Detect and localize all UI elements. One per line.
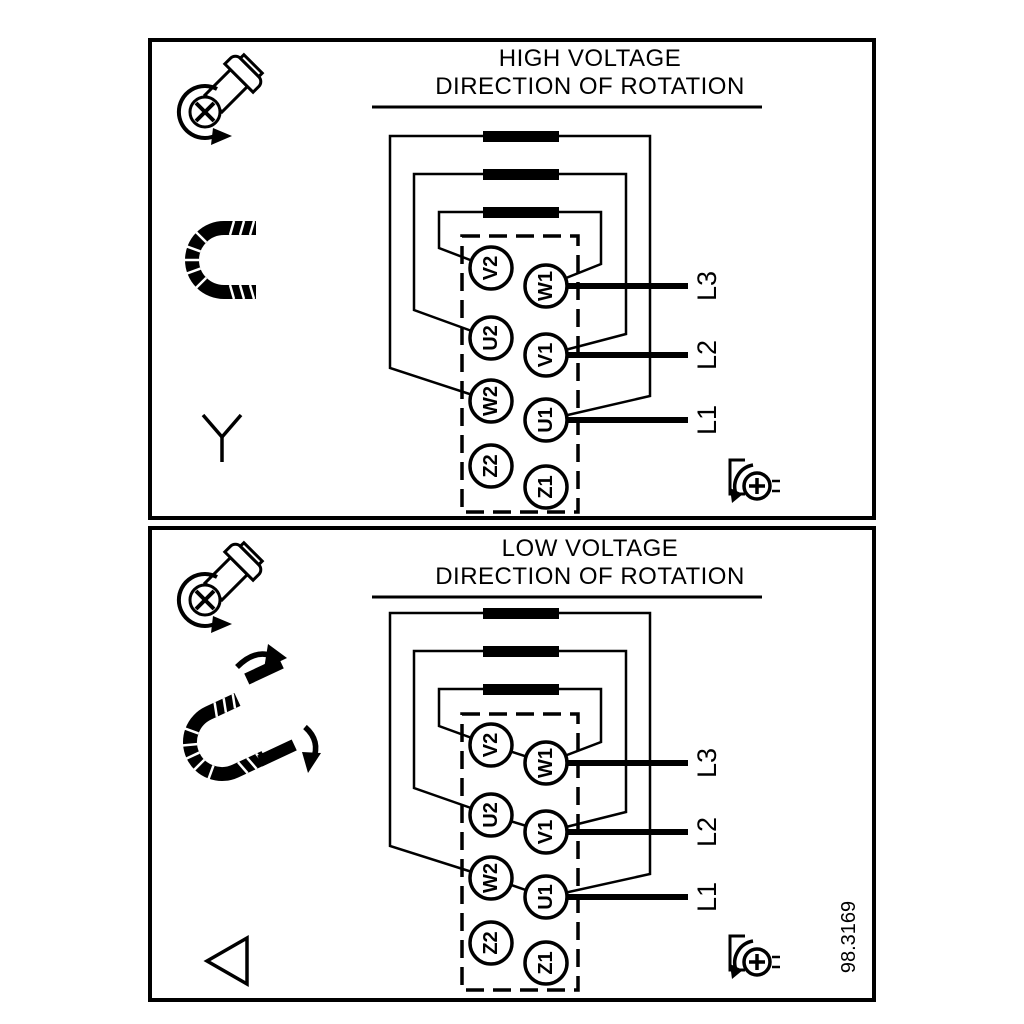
- terminal-label: V2: [480, 733, 502, 757]
- terminal-label: V1: [535, 343, 557, 367]
- terminal-label: W2: [480, 863, 502, 893]
- panel-border: [148, 38, 876, 520]
- panel-low-voltage: LOW VOLTAGE DIRECTION OF ROTATION L3 L2: [148, 526, 876, 1002]
- jumper-bar: [483, 207, 559, 218]
- supply-line-L1: L1: [567, 405, 722, 435]
- supply-lines: L3 L2 L1: [567, 748, 722, 912]
- terminal-label: U1: [535, 407, 557, 433]
- terminal-W2: W2: [468, 855, 514, 901]
- terminal-Z1: Z1: [523, 940, 569, 986]
- terminal-W1: W1: [523, 263, 569, 309]
- terminal-U1: U1: [523, 874, 569, 920]
- terminal-V2: V2: [468, 722, 514, 768]
- jumper-bars: [483, 608, 559, 695]
- delta-symbol: [203, 934, 249, 988]
- terminal-label: V2: [480, 256, 502, 280]
- supply-line-L1: L1: [567, 882, 722, 912]
- terminal-W2: W2: [468, 378, 514, 424]
- terminal-box: [460, 712, 580, 992]
- supply-line-label: L3: [692, 271, 722, 301]
- jumper-bar: [483, 131, 559, 142]
- supply-line-L2: L2: [567, 817, 722, 847]
- terminal-V1: V1: [523, 332, 569, 378]
- terminal-label: W1: [535, 271, 557, 301]
- panel-title-line2: DIRECTION OF ROTATION: [435, 563, 745, 590]
- terminal-label: U1: [535, 884, 557, 910]
- terminal-box: [460, 234, 580, 514]
- jumper-bar: [483, 608, 559, 619]
- supply-line-label: L2: [692, 817, 722, 847]
- supply-line-label: L1: [692, 882, 722, 912]
- supply-line-label: L1: [692, 405, 722, 435]
- move-arrowhead: [302, 752, 321, 773]
- supply-line-L3: L3: [567, 271, 722, 301]
- terminal-Z1: Z1: [523, 464, 569, 510]
- terminal-U2: U2: [468, 315, 514, 361]
- supply-line-L3: L3: [567, 748, 722, 778]
- supply-line-label: L2: [692, 340, 722, 370]
- supply-lines: L3 L2 L1: [567, 271, 722, 435]
- supply-line-L2: L2: [567, 340, 722, 370]
- terminal-U2: U2: [468, 792, 514, 838]
- jumper-bar: [483, 684, 559, 695]
- panel-high-voltage: HIGH VOLTAGE DIRECTION OF ROTATION L3 L2: [148, 38, 876, 520]
- terminal-W1: W1: [523, 740, 569, 786]
- panel-title-line1: LOW VOLTAGE: [502, 535, 679, 562]
- panel-border: [148, 526, 876, 1002]
- terminal-label: Z2: [480, 454, 502, 477]
- terminal-Z2: Z2: [468, 920, 514, 966]
- jumper-reposition-icon: [169, 644, 321, 794]
- terminal-label: U2: [480, 802, 502, 828]
- star-symbol: [201, 413, 243, 462]
- terminal-label: Z1: [535, 951, 557, 974]
- terminal-label: Z2: [480, 931, 502, 954]
- figure-number: 98.3169: [838, 901, 860, 973]
- terminal-label: W1: [535, 748, 557, 778]
- terminal-V2: V2: [468, 245, 514, 291]
- terminal-label: W2: [480, 386, 502, 416]
- terminal-label: U2: [480, 325, 502, 351]
- panel-title-line2: DIRECTION OF ROTATION: [435, 73, 745, 100]
- terminal-label: Z1: [535, 475, 557, 498]
- jumper-bar: [483, 646, 559, 657]
- supply-line-label: L3: [692, 748, 722, 778]
- terminal-U1: U1: [523, 397, 569, 443]
- terminal-label: V1: [535, 820, 557, 844]
- jumper-bar: [483, 169, 559, 180]
- panel-title-line1: HIGH VOLTAGE: [499, 45, 681, 72]
- terminals: V2 U2 W2 Z2 W1 V1: [468, 722, 569, 986]
- terminal-Z2: Z2: [468, 443, 514, 489]
- jumper-bars: [483, 131, 559, 218]
- move-arrowhead: [264, 644, 287, 669]
- terminal-V1: V1: [523, 809, 569, 855]
- terminals: V2 U2 W2 Z2 W1 V1: [468, 245, 569, 510]
